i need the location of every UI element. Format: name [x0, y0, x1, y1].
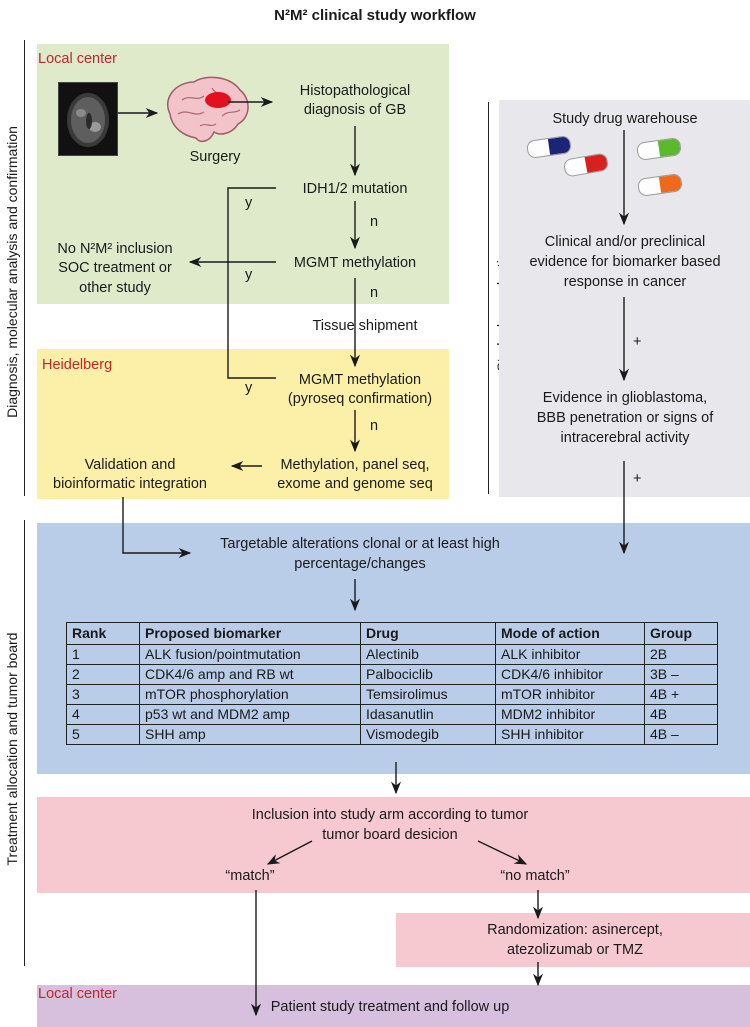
arrow-to-match	[266, 840, 313, 865]
randomization-line1: Randomization: asinercept,	[487, 922, 663, 938]
mgmt-confirm-line1: MGMT methylation	[298, 372, 422, 388]
header-mode: Mode of action	[495, 622, 645, 645]
cell-mode: SHH inhibitor	[495, 724, 645, 745]
methylation-seq-line2: exome and genome seq	[277, 476, 433, 492]
cell-drug: Alectinib	[360, 644, 496, 665]
mri-scan-image	[58, 82, 118, 156]
edge-plus-1: +	[633, 334, 642, 350]
methylation-seq-line1: Methylation, panel seq,	[280, 457, 430, 473]
cell-group: 4B –	[644, 724, 718, 745]
connector-idh-y	[227, 187, 276, 379]
validation-line1: Validation and	[84, 457, 176, 473]
validation-line2: bioinformatic integration	[53, 476, 207, 492]
final-text: Patient study treatment and follow up	[270, 999, 510, 1015]
cell-drug: Idasanutlin	[360, 704, 496, 725]
cell-drug: Palbociclib	[360, 664, 496, 685]
side-line-treatment	[24, 520, 25, 966]
no-match-label: “no match”	[500, 868, 570, 884]
mgmt-methylation: MGMT methylation	[293, 255, 417, 271]
arrow-validation-to-targetable	[122, 497, 192, 559]
final-local-center-label: Local center	[38, 986, 117, 1002]
inclusion-line1: Inclusion into study arm according to tu…	[251, 807, 529, 823]
side-line-diagnosis	[24, 40, 25, 496]
edge-n-confirm: n	[370, 418, 379, 434]
evidence2-line3: intracerebral activity	[560, 430, 690, 446]
local-center-label: Local center	[38, 51, 117, 67]
targetable-line1: Targetable alterations clonal or at leas…	[220, 536, 500, 552]
histo-line1: Histopathological	[299, 83, 411, 99]
mgmt-confirm-line2: (pyroseq confirmation)	[287, 391, 433, 407]
arrow-to-no-match	[477, 840, 528, 865]
targetable-line2: percentage/changes	[294, 556, 426, 572]
side-line-drug	[488, 102, 489, 494]
evidence1-line1: Clinical and/or preclinical	[544, 234, 706, 250]
warehouse-title: Study drug warehouse	[552, 111, 698, 127]
diagram-title: N²M² clinical study workflow	[274, 7, 476, 24]
randomization-line2: atezolizumab or TMZ	[507, 942, 643, 958]
inclusion-box	[37, 797, 750, 893]
table-row: 2 CDK4/6 amp and RB wt Palbociclib CDK4/…	[66, 664, 718, 685]
heidelberg-box	[37, 349, 449, 499]
idh-mutation: IDH1/2 mutation	[302, 181, 408, 197]
cell-drug: Temsirolimus	[360, 684, 496, 705]
edge-y-mgmt: y	[245, 267, 253, 283]
edge-n-idh: n	[370, 214, 379, 230]
cell-mode: MDM2 inhibitor	[495, 704, 645, 725]
heidelberg-label: Heidelberg	[42, 357, 113, 373]
evidence1-line3: response in cancer	[563, 274, 687, 290]
tissue-shipment: Tissue shipment	[312, 318, 418, 334]
table-row: 1 ALK fusion/pointmutation Alectinib ALK…	[66, 644, 718, 665]
brain-icon	[160, 74, 252, 150]
edge-y-idh: y	[245, 195, 253, 211]
cell-rank: 5	[66, 724, 140, 745]
final-box	[37, 985, 750, 1027]
biomarker-table: Rank Proposed biomarker Drug Mode of act…	[66, 622, 718, 745]
match-label: “match”	[225, 868, 275, 884]
table-header-row: Rank Proposed biomarker Drug Mode of act…	[66, 622, 718, 645]
edge-plus-2: +	[633, 471, 642, 487]
no-inclusion-line2: SOC treatment or	[58, 260, 172, 276]
no-inclusion-line1: No N²M² inclusion	[57, 241, 173, 257]
surgery-label: Surgery	[189, 149, 241, 165]
evidence2-line2: BBB penetration or signs of	[536, 410, 714, 426]
randomization-box	[396, 913, 750, 967]
evidence2-line1: Evidence in glioblastoma,	[542, 390, 708, 406]
inclusion-line2: tumor board desicion	[322, 827, 458, 843]
table-row: 5 SHH amp Vismodegib SHH inhibitor 4B –	[66, 724, 718, 745]
cell-drug: Vismodegib	[360, 724, 496, 745]
evidence1-line2: evidence for biomarker based	[529, 254, 721, 270]
edge-n-mgmt: n	[370, 285, 379, 301]
no-inclusion-line3: other study	[79, 280, 151, 296]
histo-line2: diagnosis of GB	[303, 102, 407, 118]
edge-y-confirm: y	[245, 380, 253, 396]
cell-biomarker: CDK4/6 amp and RB wt	[139, 664, 361, 685]
cell-biomarker: SHH amp	[139, 724, 361, 745]
